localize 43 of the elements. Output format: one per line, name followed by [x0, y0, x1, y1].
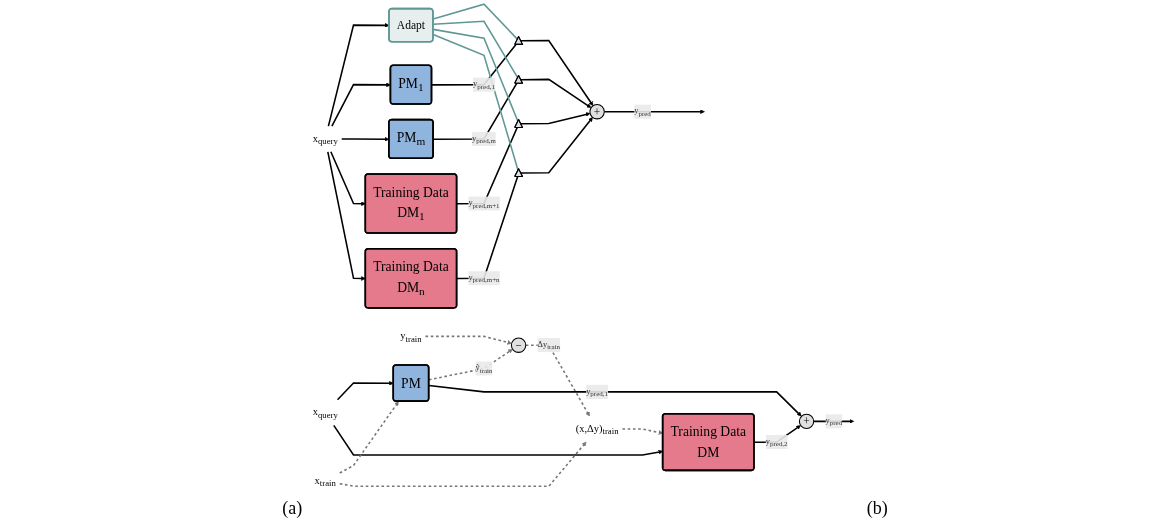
arrow — [428, 384, 802, 417]
connector — [432, 20, 519, 79]
arrow — [336, 381, 394, 401]
connector — [432, 3, 519, 41]
arrow — [520, 78, 592, 108]
arrow — [520, 39, 594, 106]
arrow — [428, 349, 513, 381]
panel-label: (a) — [282, 498, 303, 520]
arrow — [753, 425, 801, 444]
edge-label: y$_{pred,m+n}$ — [468, 272, 500, 284]
node-circle: + — [589, 103, 605, 120]
edge-label: Δy$_{train}$ — [537, 339, 560, 351]
arrow — [327, 23, 390, 127]
arrow — [424, 335, 512, 345]
edge-label: ỹ$_{train}$ — [475, 362, 493, 375]
node-circle: + — [798, 413, 815, 430]
edge-label: y$_{pred,2}$ — [765, 436, 788, 448]
panel-label: (b) — [866, 498, 888, 520]
arrow — [330, 151, 366, 206]
arrow — [331, 82, 391, 127]
arrow — [339, 441, 587, 487]
edge-label: y$_{pred,1}$ — [586, 386, 609, 398]
node-text: y$_{train}$ — [400, 329, 422, 344]
arrow — [520, 112, 591, 125]
edge-label: y$_{pred,m+1}$ — [468, 197, 500, 210]
edge-label: y$_{pred,m}$ — [472, 133, 496, 145]
arrow — [339, 401, 399, 474]
node-text: (x,Δy)$_{train}$ — [575, 422, 619, 437]
edge-label: y$_{pred}$ — [634, 106, 651, 118]
arrow — [520, 117, 593, 174]
node-text: x$_{query}$ — [312, 405, 338, 420]
node-circle: − — [510, 337, 527, 353]
edge-label: y$_{pred}$ — [825, 415, 843, 427]
edge-label: y$_{pred,1}$ — [473, 79, 495, 91]
connector — [432, 28, 519, 123]
node-text: x$_{train}$ — [314, 474, 336, 489]
node-text: x$_{query}$ — [312, 132, 338, 147]
connector — [432, 33, 519, 172]
arrow — [525, 344, 590, 417]
connector — [456, 176, 519, 280]
connector — [456, 126, 518, 205]
arrow — [327, 151, 366, 281]
arrow — [603, 109, 705, 114]
